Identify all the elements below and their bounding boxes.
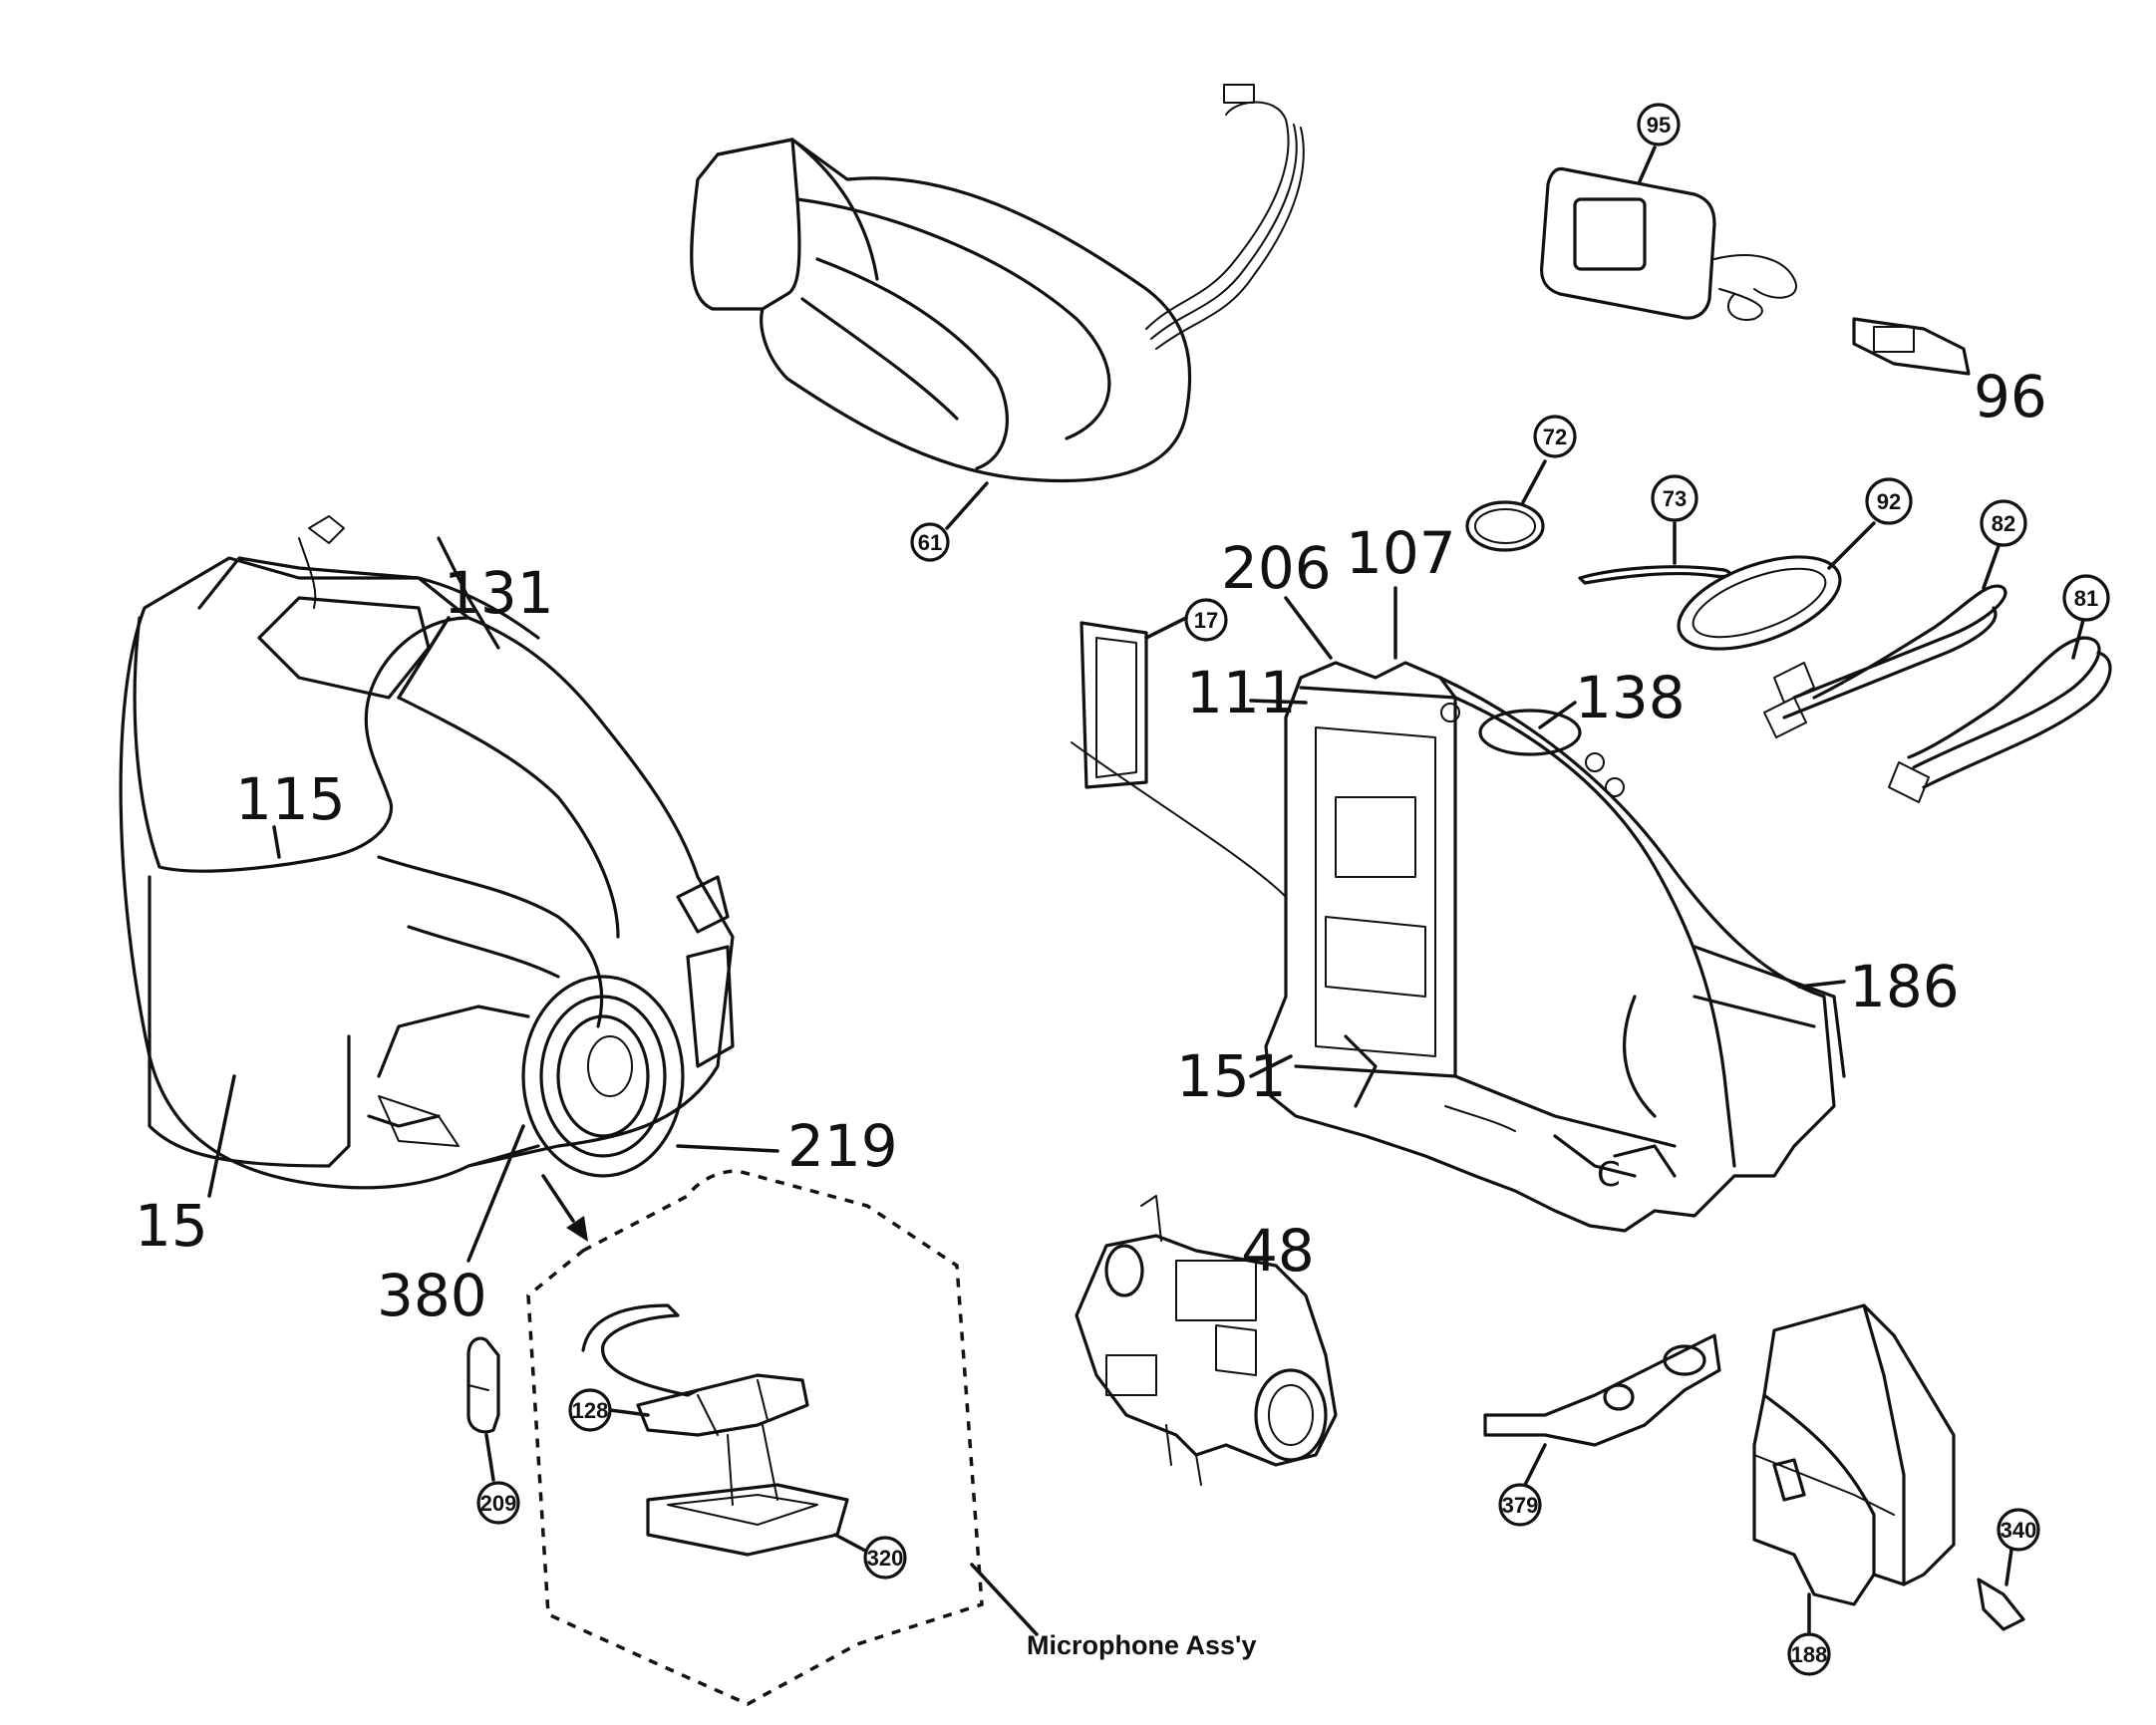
battery-pack-part (1539, 166, 1971, 376)
callout-188: 188 (1791, 1642, 1828, 1667)
callout-96: 96 (1974, 363, 2047, 431)
callout-95: 95 (1647, 113, 1671, 138)
callout-151: 151 (1176, 1042, 1287, 1110)
cover-bracket-part (1483, 1303, 2025, 1631)
viewfinder-part (690, 84, 1305, 482)
mechanism-part (1075, 1195, 1338, 1486)
camera-body-part (119, 515, 735, 1190)
callout-81: 81 (2074, 586, 2098, 611)
callout-128: 128 (572, 1398, 609, 1423)
callout-209: 209 (480, 1491, 517, 1516)
callout-82: 82 (1992, 511, 2015, 536)
callout-131: 131 (444, 559, 554, 627)
callout-186: 186 (1849, 953, 1960, 1020)
callout-72: 72 (1543, 425, 1567, 449)
callout-48: 48 (1241, 1217, 1315, 1285)
microphone-assembly-group (526, 1169, 984, 1706)
callout-206: 206 (1221, 534, 1332, 602)
clip-part (466, 1336, 500, 1482)
callout-17: 17 (1194, 608, 1218, 633)
arrow-line (541, 1174, 575, 1223)
callout-92: 92 (1877, 489, 1901, 514)
callout-219: 219 (787, 1112, 898, 1180)
callout-111: 111 (1186, 659, 1297, 726)
callout-115: 115 (235, 765, 346, 833)
arrow-head (566, 1216, 588, 1242)
callout-61: 61 (918, 530, 942, 555)
svg-text:C: C (1597, 1155, 1621, 1195)
chassis-frame-part: C (1264, 661, 1846, 1233)
callout-138: 138 (1575, 664, 1686, 731)
callout-320: 320 (867, 1546, 904, 1571)
callout-380: 380 (377, 1262, 487, 1329)
callout-15: 15 (135, 1192, 208, 1260)
callout-107: 107 (1346, 519, 1456, 587)
side-panel-part (1071, 621, 1287, 898)
microphone-assembly-caption: Microphone Ass'y (1027, 1630, 1256, 1660)
callout-340: 340 (2001, 1518, 2037, 1543)
callout-379: 379 (1502, 1493, 1539, 1518)
callout-73: 73 (1663, 486, 1687, 511)
